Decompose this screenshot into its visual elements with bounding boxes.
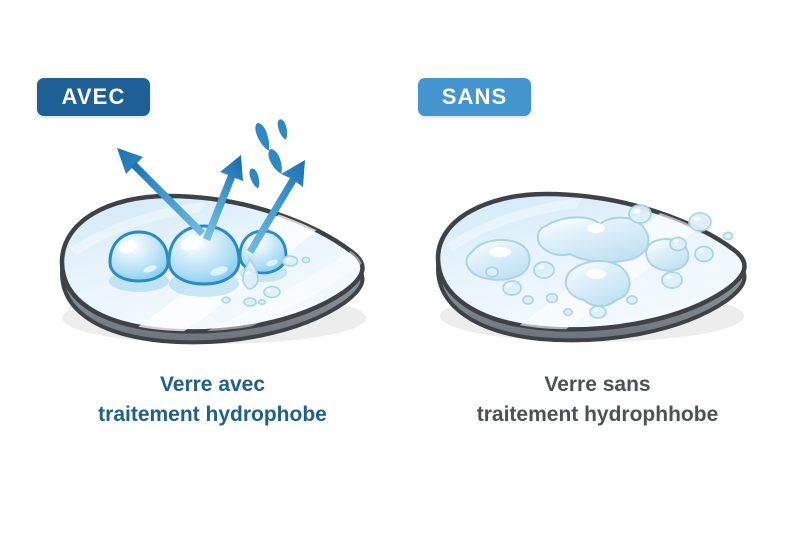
badge-avec: AVEC [37, 78, 150, 116]
caption-right-line1: Verre sans [544, 373, 651, 396]
lens-without-coating-illustration [400, 0, 800, 360]
repel-arrow-center [203, 155, 243, 241]
caption-left-line1: Verre avec [159, 373, 266, 396]
splash-droplet-group [249, 119, 288, 189]
badge-sans: SANS [418, 78, 531, 116]
repel-arrow-left [117, 148, 205, 236]
small-droplet-highlights [245, 257, 291, 292]
caption-left-line2: traitement hydrophobe [98, 403, 327, 426]
lens-with-coating-illustration [0, 0, 400, 360]
caption-left: Verre avec traitement hydrophobe [0, 370, 425, 430]
caption-right: Verre sans traitement hydrophhobe [395, 370, 800, 430]
repel-arrow-right [247, 160, 305, 254]
small-droplet-highlights [489, 208, 704, 312]
caption-right-line2: traitement hydrophhobe [476, 403, 719, 426]
